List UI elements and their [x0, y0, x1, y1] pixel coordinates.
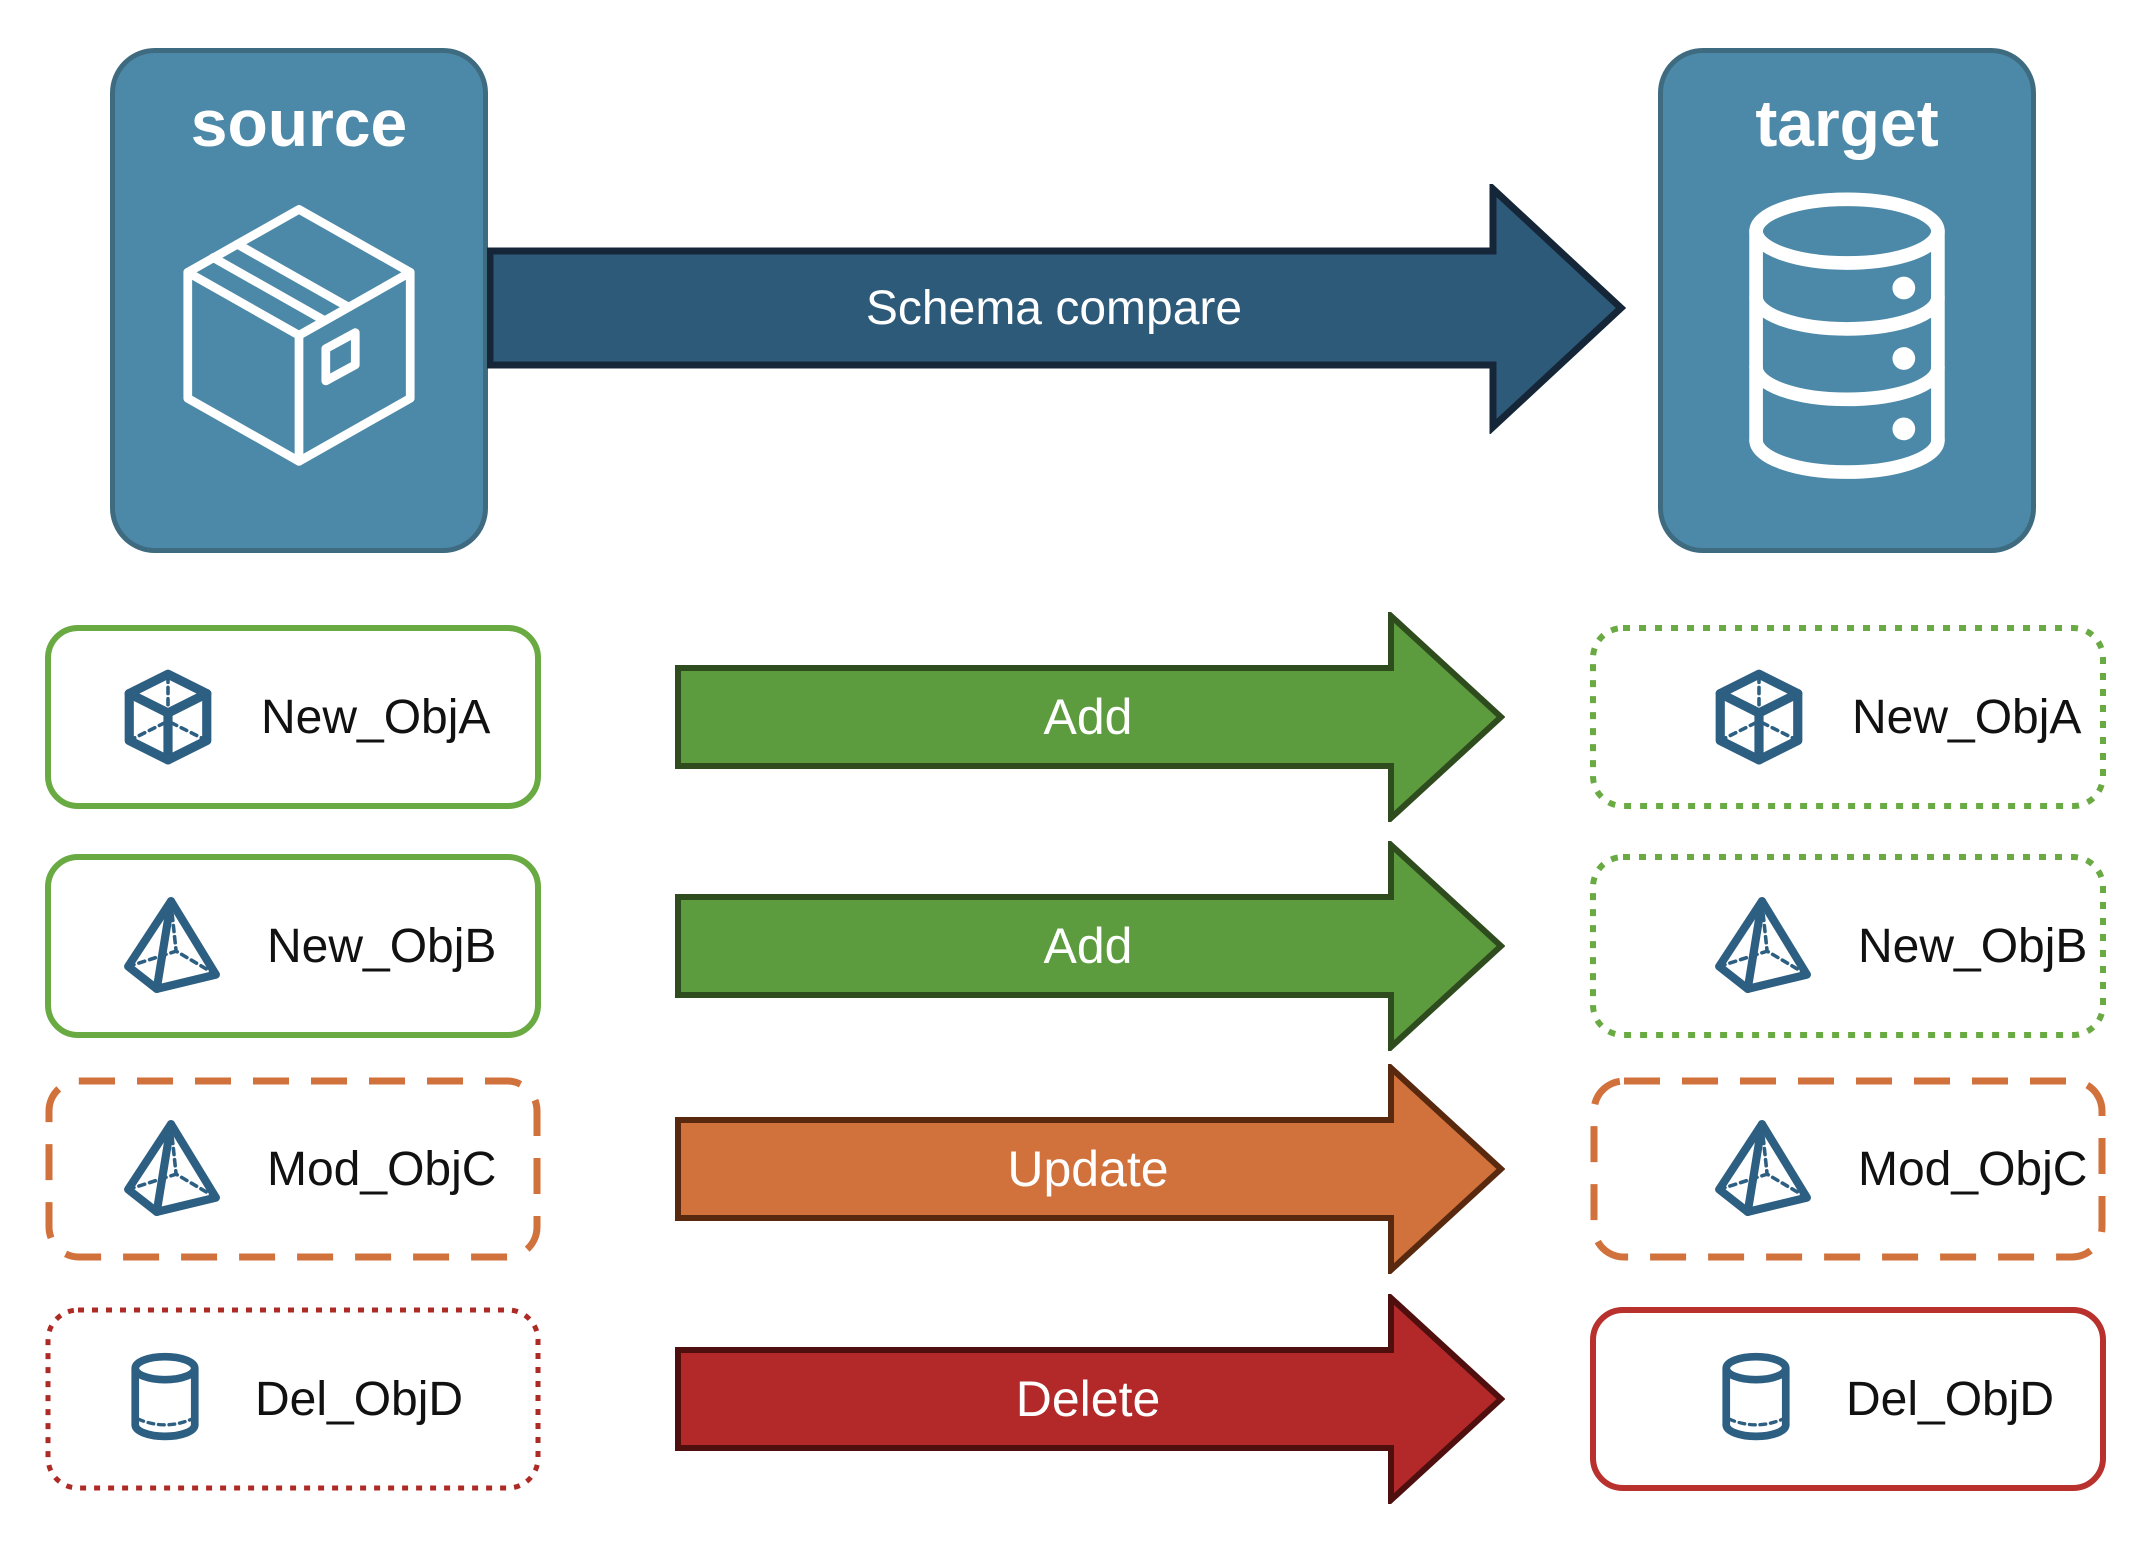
add-arrow-row1: Add — [675, 612, 1505, 822]
target-node: target — [1658, 48, 2036, 553]
schema-compare-arrow: Schema compare — [487, 184, 1627, 434]
package-box-icon — [165, 188, 433, 493]
delete-arrow-label: Delete — [1015, 1371, 1161, 1427]
pyramid-icon — [1708, 893, 1816, 1000]
cylinder-icon — [117, 1346, 213, 1453]
target-object-box-new-obja: New_ObjA — [1590, 625, 2106, 809]
pyramid-icon — [117, 893, 225, 1000]
add-arrow-label: Add — [1043, 689, 1133, 745]
object-label: Del_ObjD — [255, 1372, 464, 1426]
source-node-title: source — [190, 86, 408, 160]
delete-arrow-shape — [675, 1294, 1505, 1504]
add-arrow-row2: Add — [675, 841, 1505, 1051]
object-label: New_ObjA — [261, 690, 491, 744]
box-border — [1590, 625, 2106, 809]
pyramid-icon — [1708, 1116, 1816, 1223]
object-label: Mod_ObjC — [267, 1142, 497, 1196]
cube-icon — [117, 664, 219, 771]
object-label: New_ObjB — [1858, 919, 2088, 973]
source-object-box-del-objd: Del_ObjD — [45, 1307, 541, 1491]
schema-compare-arrow-shape — [487, 184, 1627, 434]
target-object-box-new-objb: New_ObjB — [1590, 854, 2106, 1038]
source-object-box-new-obja: New_ObjA — [45, 625, 541, 809]
add-arrow-label: Add — [1043, 918, 1133, 974]
cylinder-icon — [1708, 1346, 1804, 1453]
database-icon — [1728, 188, 1966, 493]
object-label: Del_ObjD — [1846, 1372, 2055, 1426]
object-label: New_ObjB — [267, 919, 497, 973]
target-object-box-del-objd: Del_ObjD — [1590, 1307, 2106, 1491]
box-border — [45, 1307, 541, 1491]
source-node: source — [110, 48, 488, 553]
delete-arrow: Delete — [675, 1294, 1505, 1504]
schema-compare-arrow-label: Schema compare — [865, 281, 1243, 335]
target-node-title: target — [1755, 86, 1939, 160]
box-border — [45, 1077, 541, 1261]
add-arrow-shape — [675, 612, 1505, 822]
object-label: New_ObjA — [1852, 690, 2082, 744]
add-arrow-shape — [675, 841, 1505, 1051]
box-border — [45, 625, 541, 809]
update-arrow-shape — [675, 1064, 1505, 1274]
pyramid-icon — [117, 1116, 225, 1223]
object-label: Mod_ObjC — [1858, 1142, 2088, 1196]
box-border — [1590, 1307, 2106, 1491]
update-arrow: Update — [675, 1064, 1505, 1274]
source-object-box-mod-objc: Mod_ObjC — [45, 1077, 541, 1261]
source-object-box-new-objb: New_ObjB — [45, 854, 541, 1038]
box-border — [45, 854, 541, 1038]
box-border — [1590, 854, 2106, 1038]
box-border — [1590, 1077, 2106, 1261]
update-arrow-label: Update — [1007, 1141, 1169, 1197]
target-object-box-mod-objc: Mod_ObjC — [1590, 1077, 2106, 1261]
cube-icon — [1708, 664, 1810, 771]
